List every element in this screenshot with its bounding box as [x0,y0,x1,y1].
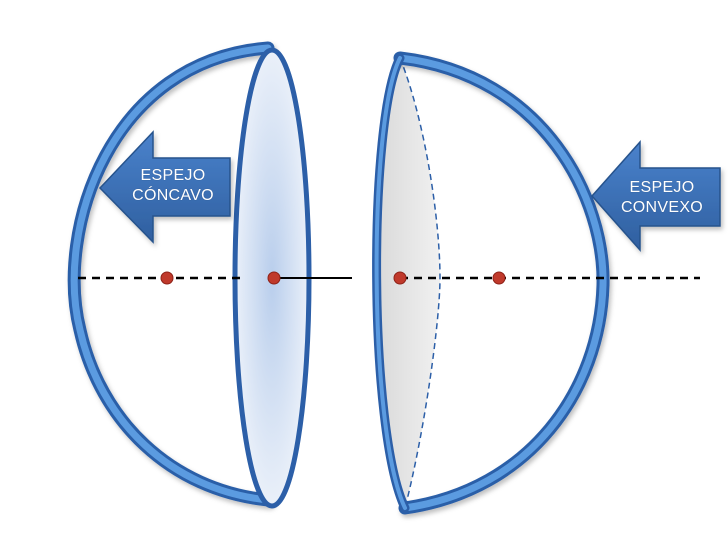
focal-point-convex-f [492,271,506,285]
concave-label-line1: ESPEJO [140,167,206,184]
convex-label: ESPEJO CONVEXO [612,178,712,218]
convex-front-edge-highlight [374,56,407,510]
convex-mirror [372,51,610,515]
focal-point-convex-vertex [393,271,407,285]
focal-point-concave-f [160,271,174,285]
convex-label-line1: ESPEJO [629,179,695,196]
concave-rim-highlight [70,44,272,504]
concave-label-line2: CÓNCAVO [132,187,214,204]
focal-point-concave-vertex [267,271,281,285]
convex-face [376,58,440,508]
convex-arrow [590,140,721,252]
focal-points [160,271,506,285]
convex-dashed-edge [399,57,441,509]
concave-label: ESPEJO CÓNCAVO [118,166,228,206]
convex-rim-highlight [396,54,607,512]
convex-label-line2: CONVEXO [620,199,704,216]
concave-arrow [98,130,231,244]
